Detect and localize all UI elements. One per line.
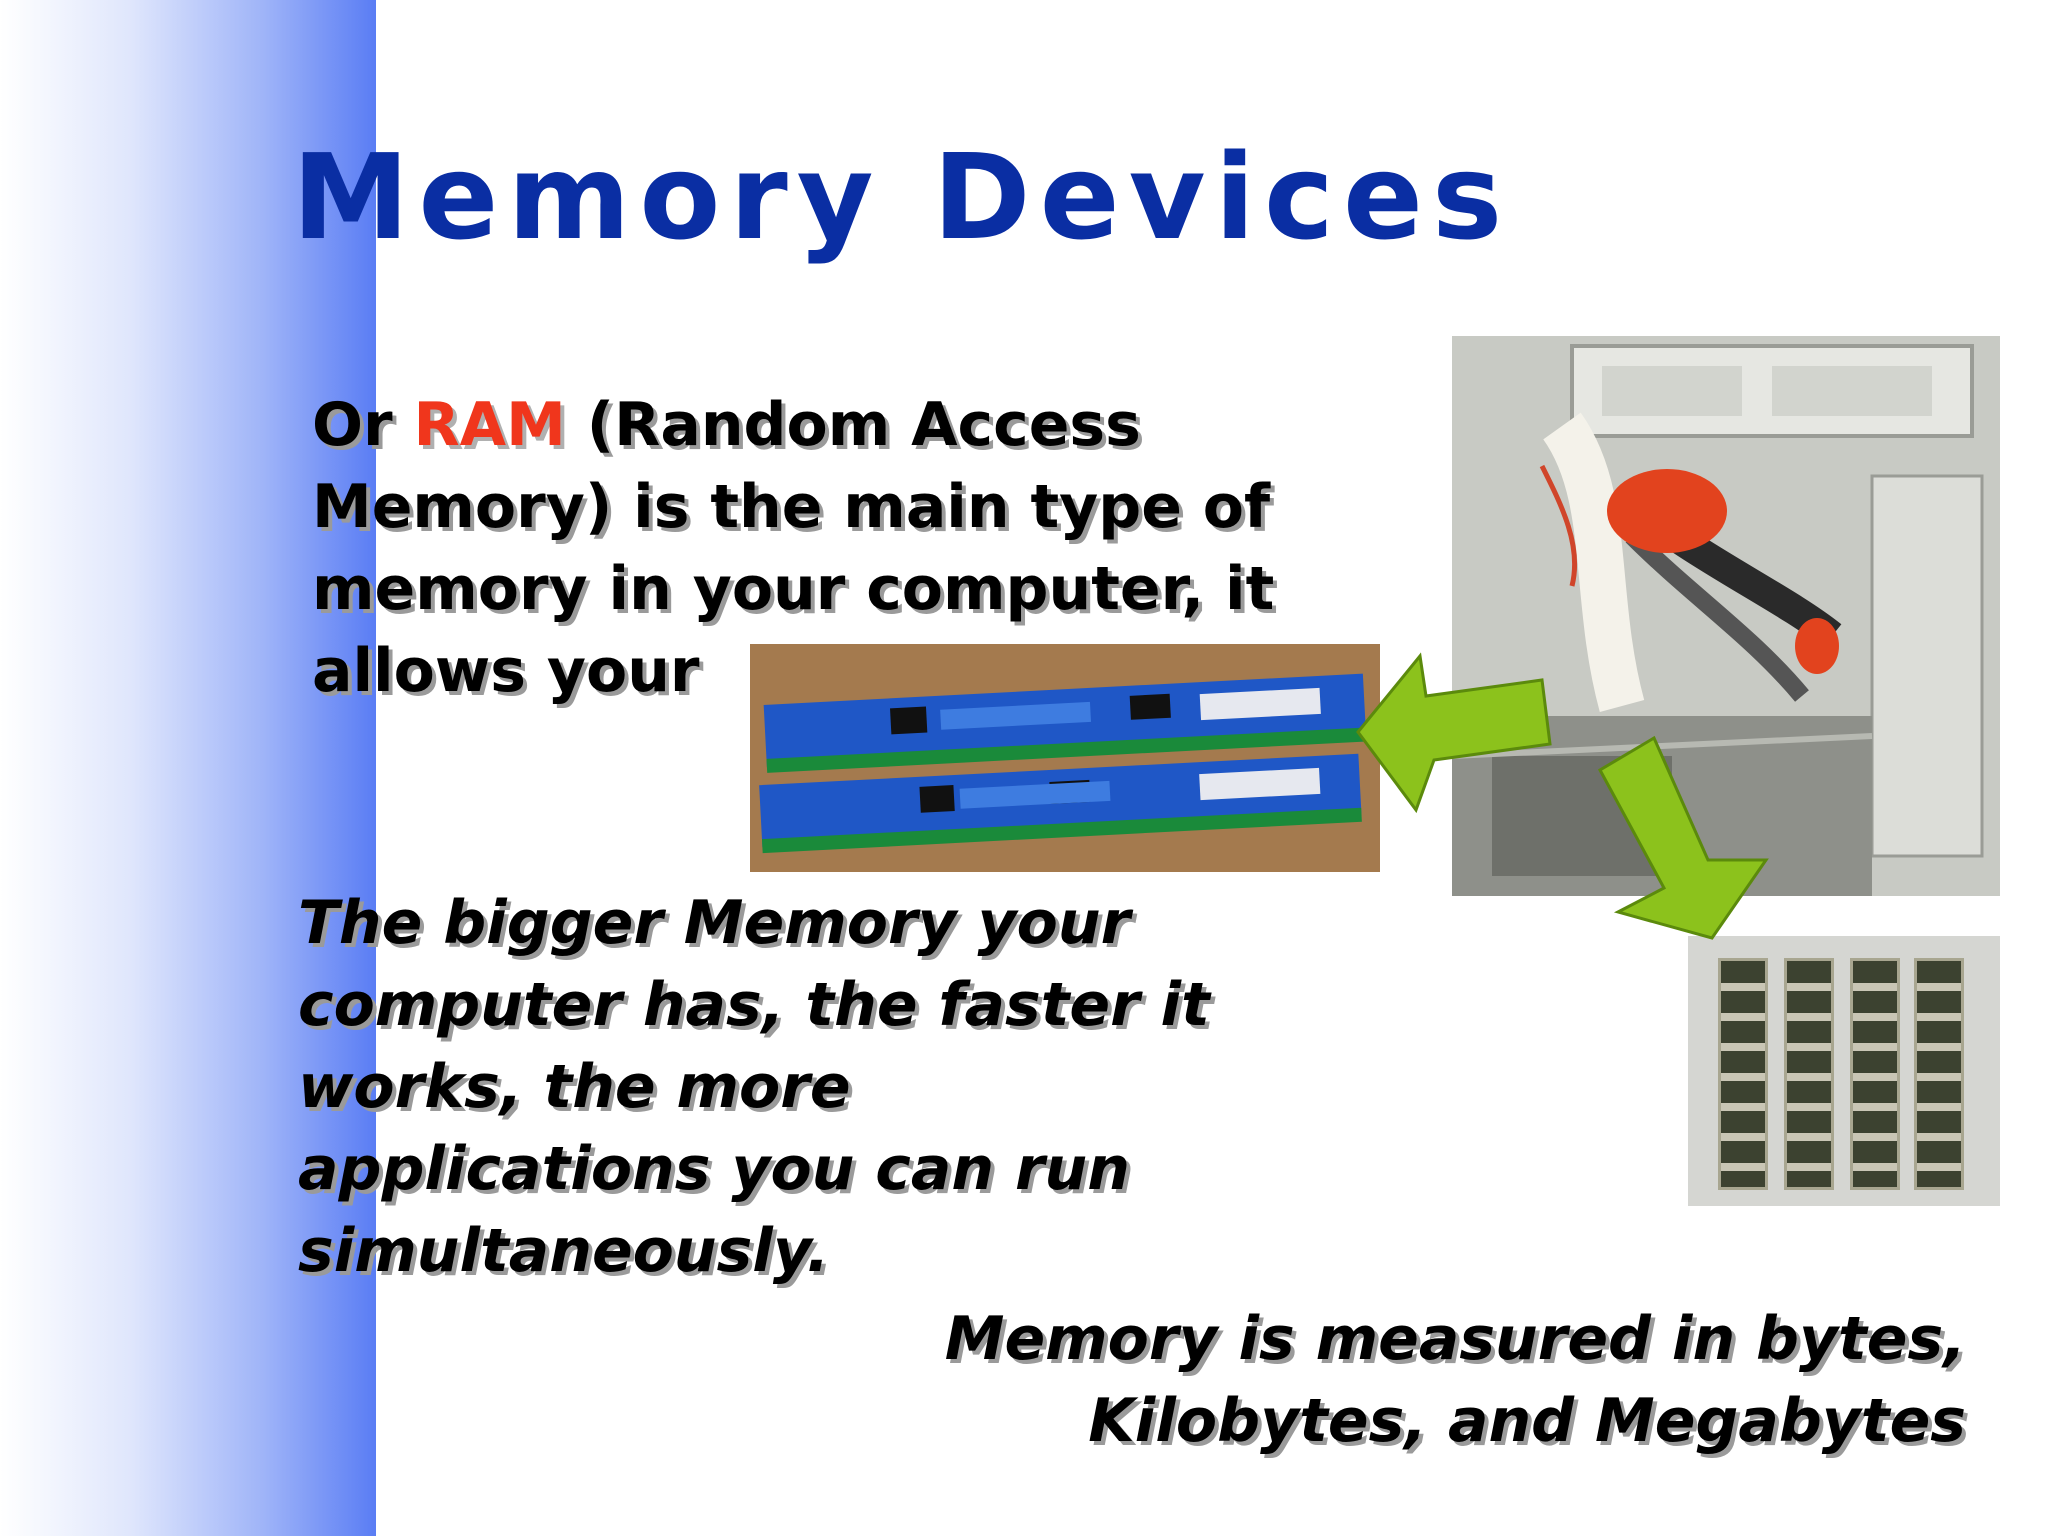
memory-units-line1: Memory is measured in bytes, bbox=[944, 1304, 1966, 1374]
memory-module bbox=[1784, 958, 1834, 1190]
left-arrow-icon bbox=[1356, 652, 1552, 814]
memory-units-paragraph: Memory is measured in bytes, Kilobytes, … bbox=[666, 1298, 1966, 1462]
memory-modules-photo bbox=[1688, 936, 2000, 1206]
ram-sticks-illustration bbox=[750, 644, 1380, 872]
ram-highlight: RAM bbox=[413, 390, 566, 460]
memory-speed-paragraph: The bigger Memory your computer has, the… bbox=[298, 888, 1210, 1286]
memory-module bbox=[1850, 958, 1900, 1190]
down-arrow-icon bbox=[1597, 735, 1769, 940]
ram-description-suffix: (Random Access Memory) is the main type … bbox=[312, 390, 1275, 706]
ram-description-prefix: Or bbox=[312, 390, 414, 460]
slide-title: Memory Devices bbox=[292, 128, 1512, 266]
ram-description: Or RAM (Random Access Memory) is the mai… bbox=[312, 384, 1442, 712]
memory-module bbox=[1718, 958, 1768, 1190]
memory-module bbox=[1914, 958, 1964, 1190]
memory-units-line2: Kilobytes, and Megabytes bbox=[1088, 1386, 1966, 1456]
ram-sticks-photo bbox=[750, 644, 1380, 872]
decorative-gradient-band bbox=[0, 0, 376, 1536]
